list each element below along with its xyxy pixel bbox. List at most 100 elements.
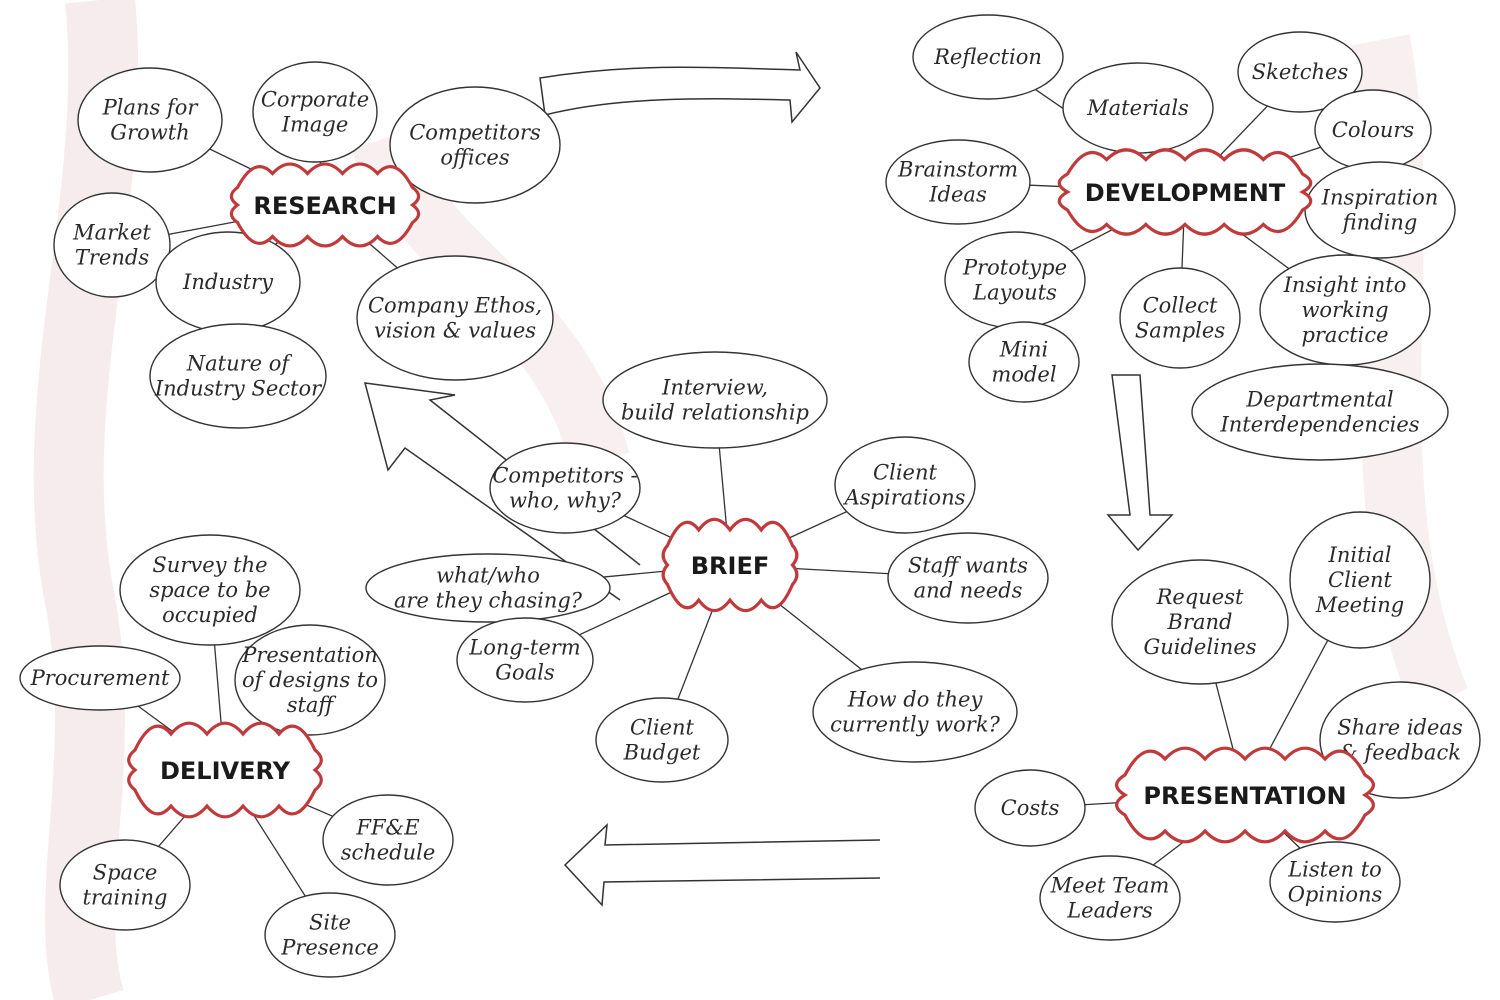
node-label-line: Staff wants	[908, 554, 1028, 578]
node-ellipse	[885, 139, 1031, 225]
node-ellipse	[974, 769, 1086, 847]
hub-cloud-outline	[1057, 148, 1313, 236]
node-label-line: How do they	[847, 688, 984, 712]
node-label-line: Departmental	[1245, 388, 1393, 412]
node-ellipse	[252, 61, 378, 163]
node-label-line: Budget	[623, 741, 701, 765]
node-ellipse	[456, 617, 594, 703]
hub-development: DEVELOPMENT	[1057, 148, 1313, 236]
node-ellipse	[365, 553, 611, 623]
node-ellipse	[1119, 267, 1241, 369]
node-label-line: Interdependencies	[1219, 413, 1419, 437]
node-ellipse	[912, 14, 1064, 100]
node-ellipse	[77, 67, 223, 173]
hub-presentation: PRESENTATION	[1115, 746, 1375, 844]
flow-arrow-research-to-development	[539, 51, 821, 124]
hub-label: DEVELOPMENT	[1085, 179, 1286, 207]
node-label-line: Brand	[1167, 610, 1233, 634]
node-label-line: Competitors	[409, 121, 541, 145]
node-label-line: Guidelines	[1143, 635, 1256, 659]
hub-research: RESEARCH	[229, 162, 421, 248]
node-ellipse	[602, 351, 828, 449]
node-label-line: Opinions	[1288, 883, 1383, 907]
node-label-line: practice	[1301, 323, 1388, 347]
node-ellipse	[19, 645, 181, 711]
node-interview: Interview,build relationship	[602, 351, 828, 449]
node-label-line: Aspirations	[843, 486, 966, 510]
node-label-line: working	[1301, 298, 1388, 322]
node-label-line: Industry Sector	[154, 377, 323, 401]
hub-label: RESEARCH	[253, 192, 396, 220]
node-ellipse	[149, 323, 327, 429]
node-label-line: training	[83, 886, 168, 910]
node-label-line: staff	[287, 693, 337, 717]
node-label-line: Reflection	[933, 45, 1042, 69]
node-label-line: Plans for	[102, 96, 200, 120]
node-procurement: Procurement	[19, 645, 181, 711]
node-label-line: Insight into	[1283, 273, 1407, 297]
hub-label: DELIVERY	[160, 757, 291, 785]
hub-brief: BRIEF	[661, 517, 799, 613]
node-label-line: Leaders	[1066, 899, 1153, 923]
node-label-line: Industry	[182, 270, 274, 294]
node-ellipse	[356, 255, 554, 381]
node-label-line: finding	[1341, 211, 1418, 235]
node-label-line: Brainstorm	[897, 158, 1018, 182]
node-ellipse	[1269, 841, 1401, 923]
node-label-line: Colours	[1332, 118, 1415, 142]
node-label-line: FF&E	[355, 816, 419, 840]
node-label-line: currently work?	[830, 713, 1000, 737]
hub-cloud-outline	[661, 517, 799, 613]
node-label-line: Collect	[1143, 294, 1218, 318]
node-label-line: model	[991, 363, 1056, 387]
hub-cloud-outline	[1115, 746, 1375, 844]
node-label-line: vision & values	[374, 319, 536, 343]
node-label-line: Competitors -	[492, 464, 637, 488]
node-ellipse	[234, 624, 386, 736]
node-label-line: Client	[873, 461, 937, 485]
node-materials: Materials	[1062, 62, 1214, 154]
node-label-line: Layouts	[972, 281, 1057, 305]
node-ellipse	[812, 661, 1018, 763]
node-label-line: Presence	[280, 936, 379, 960]
node-label-line: Inspiration	[1321, 186, 1439, 210]
node-label-line: what/who	[436, 564, 540, 588]
node-ellipse	[968, 321, 1080, 403]
node-label-line: Growth	[110, 121, 189, 145]
hub-cloud-outline	[229, 162, 421, 248]
node-label-line: Materials	[1086, 96, 1189, 120]
node-company-ethos: Company Ethos,vision & values	[356, 255, 554, 381]
node-label-line: Corporate	[261, 88, 369, 112]
node-label-line: Prototype	[962, 256, 1067, 280]
node-label-line: Market	[72, 221, 151, 245]
node-label-line: build relationship	[621, 401, 809, 425]
node-label-line: Space	[93, 861, 158, 885]
hub-label: PRESENTATION	[1143, 782, 1346, 810]
node-label-line: Mini	[999, 338, 1048, 362]
node-ellipse	[59, 839, 191, 931]
hub-clouds: RESEARCH DEVELOPMENT BRIEF DELIVERY PRESENTA…	[127, 148, 1375, 844]
node-label-line: Site	[309, 911, 351, 935]
node-ellipse	[119, 534, 301, 646]
node-label-line: Costs	[1001, 796, 1060, 820]
